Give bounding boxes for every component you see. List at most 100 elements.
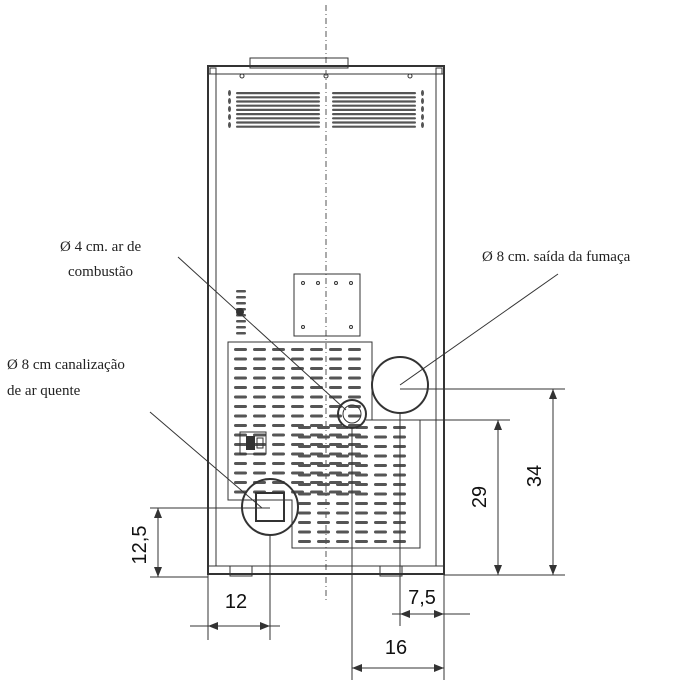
grille-slot: [298, 473, 311, 477]
grille-slot: [253, 357, 266, 361]
grille-slot: [336, 492, 349, 496]
grille-slot: [298, 435, 311, 439]
grille-slot: [355, 483, 368, 486]
grille-slot: [272, 471, 285, 475]
combustion-air-inlet: [337, 399, 367, 429]
grille-slot: [374, 511, 387, 515]
grille-slot: [272, 395, 285, 399]
grille-slot: [355, 473, 368, 477]
grille-slot: [298, 426, 311, 429]
side-slot: [236, 320, 246, 323]
grille-slot: [336, 540, 349, 543]
grille-slot: [272, 452, 285, 456]
grille-slot: [310, 395, 323, 399]
hot-air-label-line1: Ø 8 cm canalização: [7, 357, 125, 373]
vent-slot: [332, 121, 416, 124]
dim-smoke-height-label: 34: [524, 465, 546, 487]
grille-slot: [317, 502, 330, 505]
side-slot: [236, 290, 246, 293]
dim-smoke-height: 34: [400, 388, 565, 576]
hot-air-outlet-square: [255, 492, 285, 522]
dim-combustion-height-label: 29: [469, 486, 491, 508]
combustion-label-line2: combustão: [68, 264, 133, 280]
vent-slot: [236, 108, 320, 111]
grille-slot: [253, 424, 266, 427]
vent-slot: [332, 108, 416, 111]
grille-slot: [272, 414, 285, 418]
dim-hot-air-offset: 12: [190, 535, 280, 640]
grille-slot: [336, 473, 349, 477]
vent-slot: [236, 100, 320, 103]
grille-slot: [310, 414, 323, 418]
vent-slot: [332, 100, 416, 103]
grille-slot: [336, 521, 349, 524]
grille-slot: [234, 386, 247, 389]
grille-slot: [234, 348, 247, 351]
vent-slot: [236, 125, 320, 128]
hot-air-outlet: [241, 478, 299, 536]
smoke-leader: [399, 273, 559, 386]
grille-slot: [336, 502, 349, 505]
dim-hot-air-height: 12,5: [129, 507, 270, 578]
grille-slot: [298, 492, 311, 496]
side-slot: [228, 114, 231, 120]
grille-slot: [298, 454, 311, 458]
grille-slot: [348, 386, 361, 389]
grille-slot: [355, 492, 368, 496]
grille-slot: [355, 521, 368, 524]
grille-slot: [329, 357, 342, 361]
grille-slot: [355, 445, 368, 448]
grille-slot: [374, 502, 387, 505]
stove-body: [207, 65, 445, 577]
lower-grille-slots: [234, 348, 406, 543]
grille-slot: [291, 376, 304, 380]
upper-vent-left: [236, 92, 320, 128]
side-slot: [236, 326, 246, 329]
grille-slot: [253, 376, 266, 380]
grille-slot: [272, 357, 285, 361]
grille-slot: [253, 462, 266, 465]
grille-slot: [317, 492, 330, 496]
grille-slot: [234, 357, 247, 361]
dim-hot-air-offset-label: 12: [225, 591, 247, 613]
grille-slot: [374, 492, 387, 496]
grille-slot: [317, 473, 330, 477]
grille-slot: [272, 367, 285, 370]
grille-slot: [310, 348, 323, 351]
grille-slot: [317, 530, 330, 534]
grille-slot: [234, 424, 247, 427]
grille-slot: [234, 414, 247, 418]
grille-slot: [355, 464, 368, 467]
vent-slot: [236, 104, 320, 107]
grille-slot: [272, 405, 285, 408]
grille-slot: [348, 414, 361, 418]
dim-combustion-offset: 16: [351, 428, 445, 680]
grille-slot: [298, 445, 311, 448]
grille-slot: [272, 433, 285, 437]
grille-slot: [317, 483, 330, 486]
grille-slot: [298, 530, 311, 534]
grille-slot: [336, 454, 349, 458]
dim-smoke-right-offset: 7,5: [392, 412, 470, 626]
grille-slot: [329, 414, 342, 418]
grille-slot: [374, 540, 387, 543]
grille-slot: [329, 386, 342, 389]
grille-slot: [355, 502, 368, 505]
grille-slot: [291, 395, 304, 399]
vent-slot: [332, 125, 416, 128]
side-slot: [228, 122, 231, 128]
vent-slot: [332, 113, 416, 116]
grille-slot: [329, 348, 342, 351]
side-slot: [421, 90, 424, 96]
grille-slot: [234, 367, 247, 370]
grille-slot: [336, 464, 349, 467]
combustion-air-inlet-inner: [342, 404, 362, 424]
grille-slot: [298, 483, 311, 486]
grille-slot: [355, 540, 368, 543]
side-slot: [236, 332, 246, 335]
grille-slot: [234, 462, 247, 465]
grille-slot: [374, 445, 387, 448]
hot-air-label-line2: de ar quente: [7, 383, 81, 399]
grille-slot: [374, 426, 387, 429]
